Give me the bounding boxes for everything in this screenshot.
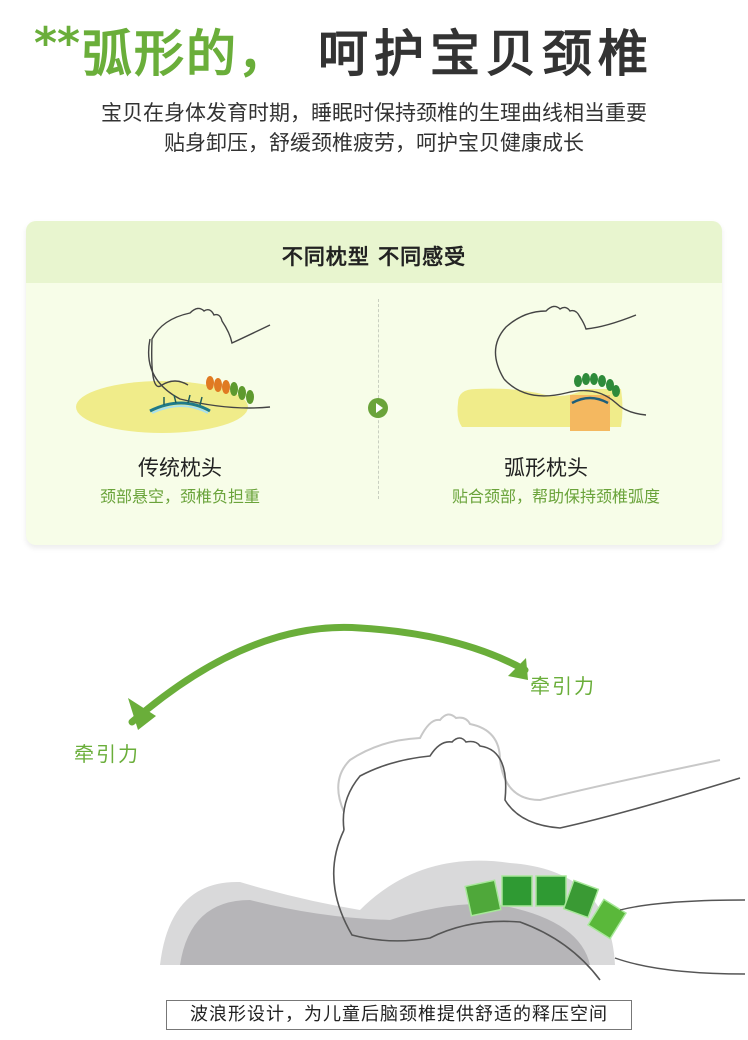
curved-pillow-label: 弧形枕头 <box>504 456 588 480</box>
arrow-head-right <box>508 658 528 680</box>
subtitle-line-1: 宝贝在身体发育时期，睡眠时保持颈椎的生理曲线相当重要 <box>101 101 647 125</box>
traditional-pillow-label: 传统枕头 <box>138 456 222 480</box>
curved-pillow-desc: 贴合颈部，帮助保持颈椎弧度 <box>451 487 660 506</box>
title-green-part: 弧形的， <box>82 25 290 83</box>
comparison-panel: 不同枕型 不同感受 传统枕头 颈部悬空，颈椎负担重 弧形枕头 贴合颈部，帮助保持… <box>26 221 722 545</box>
traditional-pillow-desc: 颈部悬空，颈椎负担重 <box>99 487 260 506</box>
play-circle-icon <box>368 398 388 418</box>
title-dark-part: 呵护宝贝颈椎 <box>318 25 654 83</box>
arrow-head-left <box>128 698 156 730</box>
traction-label-right: 牵引力 <box>530 674 596 698</box>
panel-header <box>26 221 722 283</box>
traction-label-left: 牵引力 <box>74 742 140 766</box>
asterisk-mark: ** <box>34 18 81 69</box>
subtitle-line-2: 贴身卸压，舒缓颈椎疲劳，呵护宝贝健康成长 <box>164 131 584 155</box>
traction-diagram <box>128 623 746 981</box>
design-caption-box: 波浪形设计，为儿童后脑颈椎提供舒适的释压空间 <box>166 1000 632 1030</box>
curved-pillow-illustration <box>457 305 647 431</box>
traditional-pillow-illustration <box>76 307 271 433</box>
panel-title: 不同枕型 不同感受 <box>281 245 467 269</box>
page-title: ** 弧形的， 呵护宝贝颈椎 <box>0 14 748 84</box>
